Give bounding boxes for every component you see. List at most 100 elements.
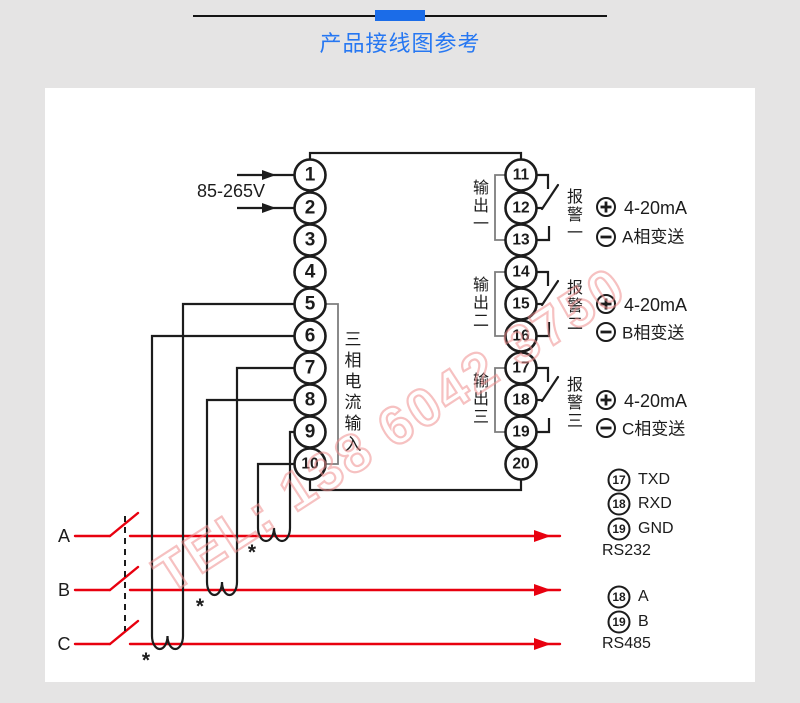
rs232-pin-circle <box>607 468 631 492</box>
terminal-number: 5 <box>305 294 316 315</box>
right-arrow-icon <box>262 203 276 213</box>
phase-c-switch-blade <box>108 619 140 646</box>
rs485-pin-circle <box>607 585 631 609</box>
terminal-number: 7 <box>305 358 316 379</box>
rs232-pin-label: GND <box>638 520 674 537</box>
comm-pin-number: 18 <box>612 497 626 511</box>
power-voltage-label: 85-265V <box>196 181 266 201</box>
plus-circle-icon <box>596 197 616 217</box>
alarm2-contact <box>536 270 550 286</box>
rs232-pin-label: TXD <box>638 471 670 488</box>
phase-a-switch-blade <box>108 511 140 538</box>
alarm1-contact <box>536 173 550 189</box>
plus-circle-icon <box>596 294 616 314</box>
ct-wire-t9 <box>288 430 294 528</box>
range-label: 4-20mA <box>624 198 688 218</box>
terminal-number: 20 <box>512 456 529 473</box>
ct-coil-phase-c <box>150 635 185 651</box>
minus-circle-icon <box>596 227 616 247</box>
comm-pin-number: 19 <box>612 522 626 536</box>
terminal-numbers: 1 2 3 4 5 6 7 8 9 10 11 12 13 14 15 16 1… <box>301 165 530 473</box>
diagram-panel <box>45 88 755 682</box>
ct-coil-phase-a <box>256 527 292 543</box>
phase-a-label: A <box>57 526 71 546</box>
terminal-11 <box>504 158 538 192</box>
terminal-1 <box>293 158 327 192</box>
rs232-title: RS232 <box>602 542 651 559</box>
alarm1-switch-blade <box>540 183 560 211</box>
rs232-pin-circle <box>607 517 631 541</box>
alarm3-contact <box>536 418 551 434</box>
terminal-number: 3 <box>305 230 316 251</box>
right-arrow-icon <box>534 638 551 650</box>
ct-polarity-marker: * <box>195 595 205 618</box>
output1-bracket <box>494 174 506 241</box>
terminal-number: 4 <box>305 262 316 283</box>
ct-wire-t8 <box>205 398 294 582</box>
phase-b-label: B <box>57 580 71 600</box>
alarm3-switch-blade <box>540 375 560 403</box>
ct-wire-t5 <box>181 302 294 636</box>
output2-group-label: 输出二 <box>470 276 487 330</box>
brackets <box>326 174 506 465</box>
phase-b-switch-blade <box>108 565 140 592</box>
rs232-pin-circle <box>607 492 631 516</box>
comm-pin-numbers: 17 18 19 18 19 <box>612 473 626 629</box>
terminal-number: 13 <box>512 232 530 249</box>
minus-circle-icon <box>596 418 616 438</box>
header-accent-bar <box>375 10 425 21</box>
range-label: 4-20mA <box>624 295 688 315</box>
output1-group-label: 输出一 <box>470 179 487 233</box>
alarm3-contact <box>536 366 550 382</box>
output3-bracket <box>494 367 506 433</box>
terminal-number: 12 <box>512 200 529 217</box>
ct-wire-t7 <box>235 366 294 582</box>
comm-pin-circles <box>607 468 631 634</box>
terminal-number: 6 <box>305 326 316 347</box>
ct-wire-t6 <box>150 334 294 636</box>
alarm2-contact <box>536 322 551 338</box>
alarm2-switch-blade <box>540 279 560 307</box>
current-input-label: 三相电流输入 <box>341 330 361 456</box>
page-title: 产品接线图参考 <box>319 31 481 56</box>
alarm1-contact <box>536 226 551 242</box>
rs485-pin-label: A <box>638 588 649 605</box>
power-arrowheads <box>262 170 276 213</box>
right-arrow-icon <box>534 584 551 596</box>
minus-circle-icon <box>596 322 616 342</box>
terminal-circles <box>293 158 538 481</box>
transmit-label: A相变送 <box>622 227 685 247</box>
terminal-number: 16 <box>512 328 530 345</box>
comm-pin-number: 18 <box>612 590 626 604</box>
terminal-20 <box>504 447 538 481</box>
output2-bracket <box>494 271 506 337</box>
terminal-number: 9 <box>305 422 316 443</box>
rs485-pin-circle <box>607 610 631 634</box>
range-label: 4-20mA <box>624 391 688 411</box>
current-input-bracket <box>326 303 339 465</box>
terminal-number: 10 <box>301 456 318 473</box>
ct-coil-phase-b <box>205 581 239 597</box>
device-wires <box>124 151 560 651</box>
ct-wire-t10 <box>256 462 294 528</box>
output3-group-label: 输出三 <box>470 372 487 426</box>
alarm3-label: 报警三 <box>564 376 581 430</box>
right-arrow-icon <box>534 530 551 542</box>
transmit-label: B相变送 <box>622 323 685 343</box>
alarm1-label: 报警一 <box>564 188 581 242</box>
right-arrow-icon <box>262 170 276 180</box>
rs232-pin-label: RXD <box>638 495 672 512</box>
ct-polarity-marker: * <box>247 541 257 564</box>
comm-pin-number: 19 <box>612 615 626 629</box>
terminal-number: 11 <box>513 167 530 184</box>
plus-circle-icon <box>596 390 616 410</box>
terminal-number: 17 <box>512 360 529 377</box>
phase-arrowheads <box>534 530 551 650</box>
rs485-title: RS485 <box>602 635 651 652</box>
terminal-number: 1 <box>305 165 316 186</box>
terminal-10 <box>293 447 327 481</box>
phase-wires <box>73 511 562 646</box>
ct-polarity-marker: * <box>141 649 151 672</box>
